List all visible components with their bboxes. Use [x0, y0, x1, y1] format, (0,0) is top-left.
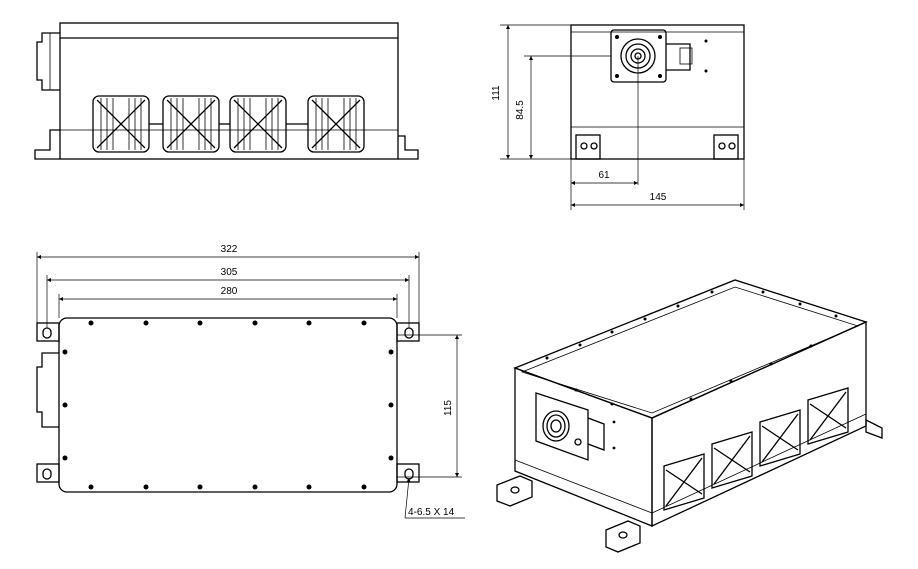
foot: [713, 134, 739, 160]
mounting-lug: [396, 463, 420, 483]
iso-foot: [865, 418, 883, 439]
side-body: [570, 24, 745, 160]
foot: [575, 134, 601, 160]
iso-fan-grille: [711, 431, 753, 489]
fan-grille: [307, 95, 365, 153]
fan-grille: [229, 95, 287, 153]
front-body: [59, 22, 399, 160]
iso-fan-grille: [663, 453, 705, 511]
top-body: [58, 317, 398, 493]
iso-fan-grille: [759, 409, 801, 467]
foot-left: [34, 129, 60, 160]
iso-foot: [496, 475, 533, 507]
dim-side-height-connector: 84.5: [515, 100, 526, 120]
connector-plate: [610, 29, 667, 83]
iso-top-face: [513, 279, 868, 419]
mounting-lug: [36, 463, 60, 483]
top-view: 322 305 280 115 4-6.5 X 14: [36, 244, 465, 519]
mounting-lug: [396, 322, 420, 342]
cover-screws: [62, 320, 394, 490]
isometric-view: [496, 279, 883, 553]
fan-grille: [92, 95, 150, 153]
dim-top-length-overall: 322: [221, 244, 238, 255]
fan-grille: [162, 95, 220, 153]
dim-top-length-mount: 305: [221, 267, 238, 278]
dim-top-length-body: 280: [221, 286, 238, 297]
iso-right-face: [651, 320, 867, 528]
iso-fan-grille: [807, 387, 849, 445]
side-view: 111 84.5 61 145: [491, 24, 745, 210]
connector-top: [36, 352, 59, 428]
foot-right: [398, 135, 419, 160]
dim-side-width-connector: 61: [598, 170, 610, 181]
dim-top-depth: 115: [443, 400, 454, 416]
iso-foot: [605, 520, 641, 553]
iso-screws: [545, 290, 838, 406]
connector-side: [36, 32, 60, 91]
mounting-lug: [36, 322, 60, 342]
front-view: [34, 22, 419, 160]
hole-callout: 4-6.5 X 14: [408, 507, 455, 518]
dim-side-width-total: 145: [650, 192, 667, 203]
dim-side-height-total: 111: [491, 85, 502, 101]
iso-connector: [535, 392, 616, 461]
